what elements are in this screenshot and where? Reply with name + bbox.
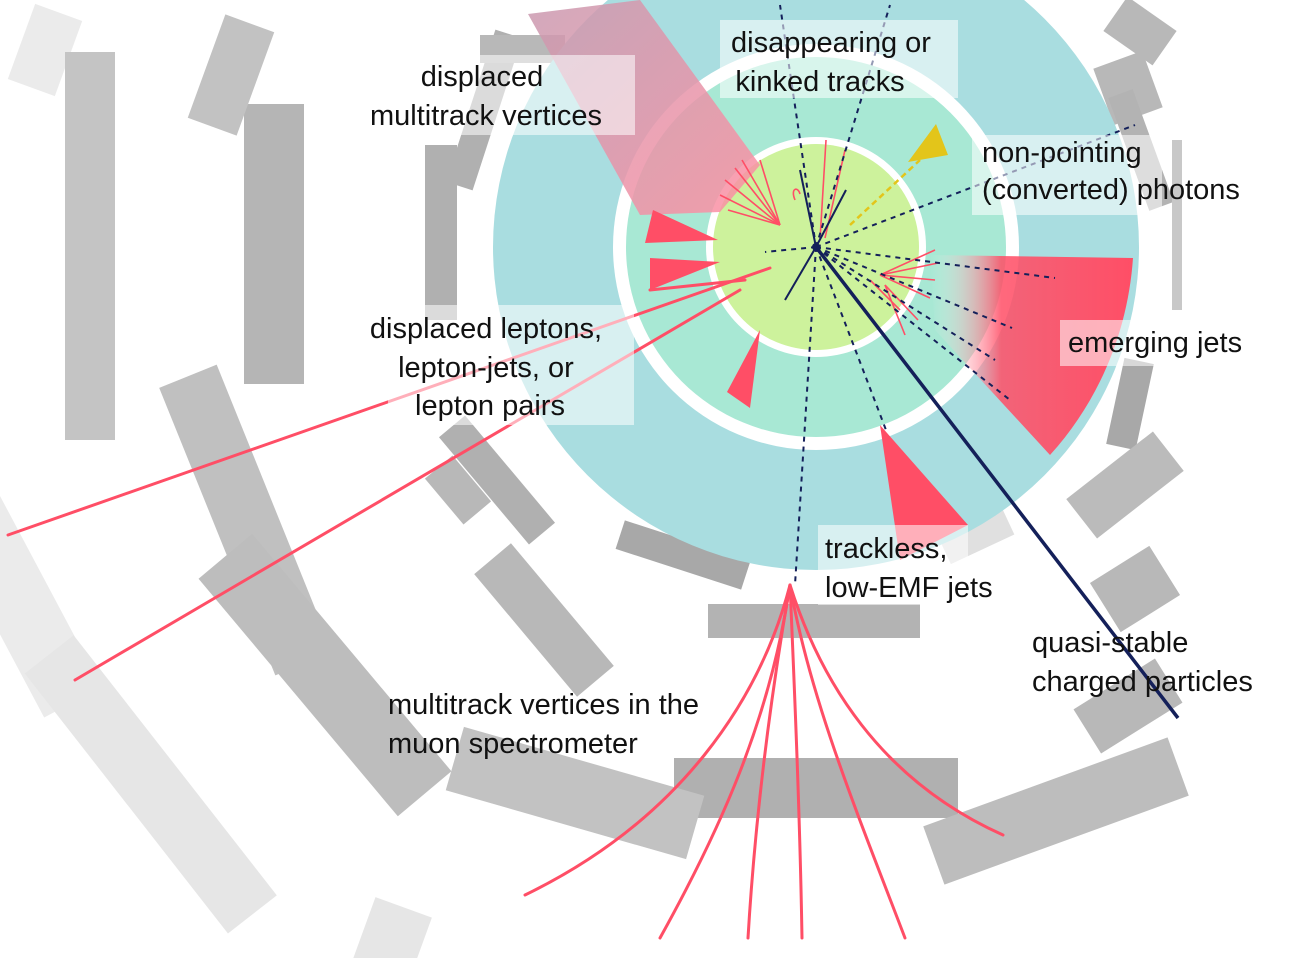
- muon-vertex-tracks: [523, 583, 1005, 940]
- detector-block: [445, 726, 705, 860]
- detector-block: [1106, 357, 1154, 451]
- label-disappearing-tracks: disappearing or kinked tracks: [731, 27, 939, 98]
- emerging-jet-wedge: [930, 255, 1133, 455]
- label-muon-vertices: multitrack vertices in the muon spectrom…: [388, 689, 707, 760]
- label-quasi-stable: quasi-stable charged particles: [1032, 627, 1253, 698]
- detector-block: [198, 533, 452, 817]
- detector-block: [615, 520, 751, 590]
- detector-block: [65, 52, 115, 440]
- detector-block: [708, 604, 920, 638]
- label-displaced-leptons: displaced leptons, lepton-jets, or lepto…: [370, 313, 610, 422]
- photon-deposit: [908, 124, 948, 162]
- label-non-pointing-photons: non-pointing (converted) photons: [982, 137, 1240, 206]
- detector-block: [348, 897, 432, 958]
- detector-block: [424, 455, 492, 525]
- detector-block: [1172, 140, 1182, 310]
- detector-block: [1089, 545, 1181, 633]
- detector-block: [1093, 50, 1163, 126]
- detector-block: [1066, 431, 1184, 539]
- detector-block: [1103, 0, 1177, 66]
- lepton-cone: [727, 330, 760, 408]
- label-emerging-jets: emerging jets: [1068, 327, 1242, 359]
- detector-block: [7, 3, 83, 97]
- photon-path: [849, 159, 921, 226]
- lepton-cone: [645, 210, 718, 243]
- detector-block: [474, 543, 614, 697]
- detector-block: [244, 104, 304, 384]
- displaced-vertex-cone: [528, 0, 760, 215]
- detector-block: [438, 415, 556, 545]
- label-backgrounds: [388, 20, 1260, 605]
- interaction-point: [812, 243, 820, 251]
- charged-tracks: [784, 169, 1180, 720]
- detector-block: [674, 758, 958, 818]
- detector-block: [24, 635, 277, 934]
- detector-block: [0, 422, 102, 718]
- lepton-cone: [650, 258, 720, 290]
- detector-block: [187, 14, 275, 136]
- label-displaced-multitrack: displaced multitrack vertices: [370, 61, 602, 132]
- detector-block: [1073, 658, 1183, 754]
- displaced-vertex-tracks: [719, 139, 846, 241]
- label-trackless-jets: trackless, low-EMF jets: [825, 533, 993, 604]
- detector-block: [923, 737, 1189, 885]
